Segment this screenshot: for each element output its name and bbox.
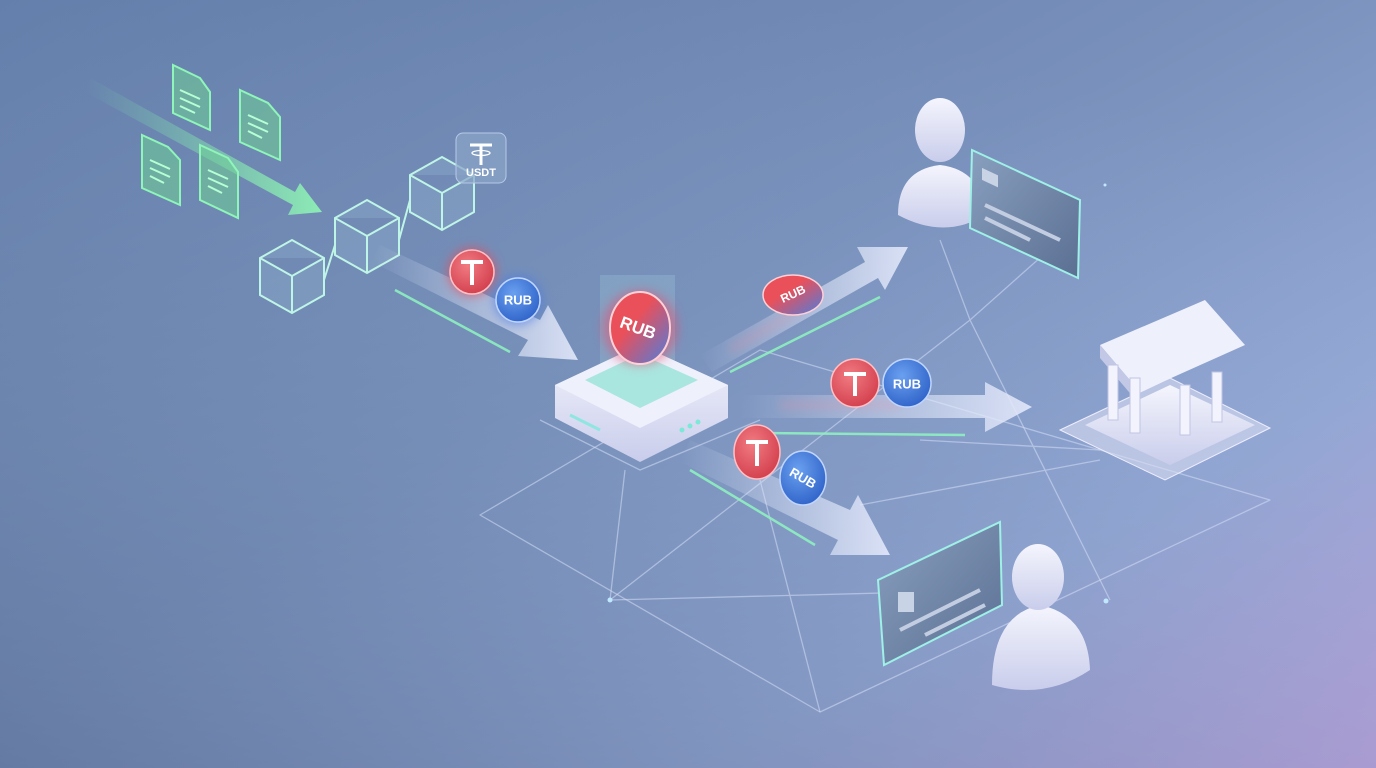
svg-text:RUB: RUB — [893, 377, 921, 392]
documents-group — [85, 63, 322, 220]
document-icon — [172, 63, 211, 132]
usdt-badge: USDT — [455, 132, 507, 184]
document-icon — [239, 88, 281, 162]
incoming-coins: RUB — [447, 247, 543, 325]
bottom-coins: RUB — [733, 424, 827, 506]
flow-arrows — [372, 245, 1032, 555]
svg-text:USDT: USDT — [466, 167, 496, 179]
rub-coin-top: RUB — [762, 274, 824, 316]
credit-card-icon — [876, 520, 1004, 667]
tether-icon — [844, 372, 866, 396]
credit-card-icon — [968, 148, 1082, 280]
arrow-out-bottom — [680, 440, 890, 555]
tether-coin — [447, 247, 497, 297]
person-icon — [992, 544, 1090, 690]
tether-icon — [461, 260, 483, 285]
bank-icon — [1058, 300, 1272, 481]
sparkles — [607, 183, 1109, 604]
person-icon — [898, 98, 985, 228]
svg-text:RUB: RUB — [504, 293, 532, 308]
cube-icon — [259, 238, 325, 315]
document-icon — [199, 143, 239, 220]
exchange-platform: RUB — [555, 275, 728, 462]
rub-coin-center: RUB — [602, 290, 678, 366]
arrow-incoming — [372, 245, 578, 360]
document-icon — [141, 133, 181, 207]
tether-icon — [470, 143, 492, 165]
arrow-out-middle — [740, 382, 1032, 432]
tether-icon — [746, 440, 768, 466]
recipient-bottom — [876, 520, 1090, 690]
recipient-top — [898, 98, 1082, 280]
rub-coin: RUB — [493, 275, 543, 325]
middle-coins: RUB — [830, 358, 932, 408]
